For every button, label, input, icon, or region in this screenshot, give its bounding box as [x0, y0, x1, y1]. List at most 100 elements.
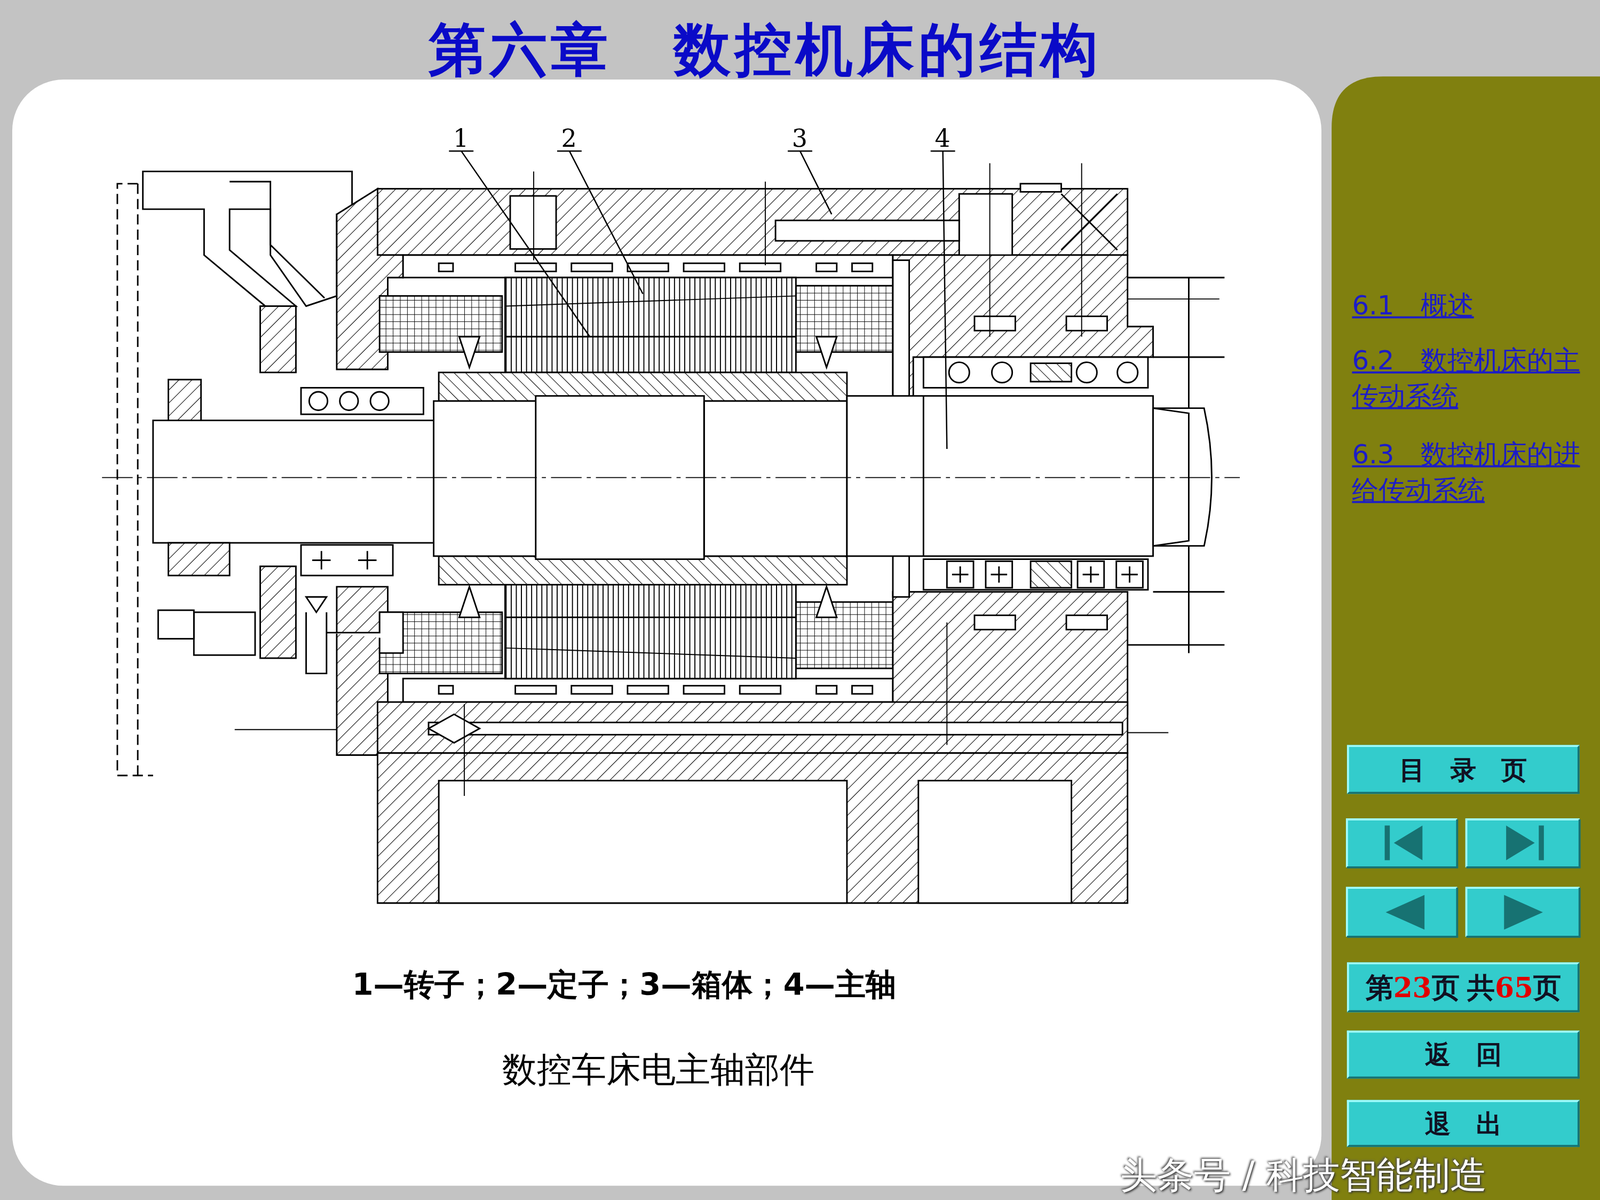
- spindle-drawing-part: [143, 171, 353, 306]
- spindle-drawing-part: [402, 255, 893, 278]
- spindle-drawing-part: [168, 542, 230, 576]
- page-count-part: 页: [1431, 968, 1460, 1006]
- spindle-drawing-part: [438, 556, 847, 585]
- nav-icon-buttons-part: [1347, 819, 1457, 868]
- drawing-part-part: [739, 685, 781, 694]
- callout-number-holder: 2: [561, 122, 577, 156]
- drawing-part-part: [438, 685, 454, 694]
- nav-icon-buttons-part: [1466, 887, 1580, 937]
- spindle-drawing-part: [153, 420, 434, 543]
- nav-icon-buttons-part: [1503, 894, 1543, 930]
- drawing-part-part: [571, 685, 613, 694]
- spindle-drawing-part: [923, 559, 1148, 590]
- drawing-part-part: [816, 263, 837, 272]
- page-count-part: 23: [1393, 971, 1432, 1003]
- nav-icon-buttons-part: [1347, 887, 1457, 937]
- spindle-drawing-part: [1020, 183, 1061, 192]
- spindle-drawing-part: [923, 357, 1148, 388]
- nav-icon-buttons-part: [1538, 825, 1544, 860]
- nav-icon-buttons-part: [1347, 819, 1457, 868]
- button-label: 目 录 页: [1399, 752, 1527, 787]
- drawing-part-part: [515, 263, 557, 272]
- spindle-drawing-part: [918, 780, 1072, 903]
- drawing-part-part: [974, 316, 1016, 331]
- button-label: 退 出: [1424, 1106, 1502, 1140]
- spindle-drawing-part: [234, 298, 1220, 733]
- callout-leaders-part: [930, 151, 956, 449]
- button-label: 返 回: [1424, 1037, 1502, 1072]
- nav-icon-buttons-part: [1466, 819, 1580, 868]
- nav-icon-buttons-part: [1385, 894, 1425, 930]
- spindle-drawing-part: [377, 701, 1128, 754]
- drawing-part-part: [515, 685, 557, 694]
- spindle-drawing-part: [703, 395, 1212, 557]
- drawing-part-part: [627, 263, 669, 272]
- drawing-part-part: [1066, 615, 1107, 630]
- callout-number-holder: 3: [791, 122, 808, 156]
- callout-leaders-part: [557, 151, 644, 295]
- nav-icon-buttons: [1347, 819, 1580, 937]
- spindle-drawing-part: [959, 193, 1012, 258]
- callout-number: 4: [934, 122, 950, 156]
- caption-holder: 数控车床电主轴部件: [402, 1046, 914, 1094]
- drawing-part-part: [571, 263, 613, 272]
- chapter-link: 6.2 数控机床的主传动系统: [1351, 342, 1589, 415]
- title-holder: 第六章 数控机床的结构: [0, 12, 1531, 90]
- page-counter: 第23页共65页: [1347, 962, 1580, 1013]
- spindle-drawing-part: [846, 395, 1154, 557]
- part-list-holder: 1—转子；2—定子；3—箱体；4—主轴: [352, 963, 897, 1005]
- spindle-drawing-part: [260, 566, 297, 659]
- spindle-drawing-part: [377, 188, 1128, 256]
- callout-number: 3: [791, 122, 808, 156]
- drawing-part-part: [852, 263, 873, 272]
- nav-icon-buttons-part: [1466, 819, 1580, 868]
- part-list: 1—转子；2—定子；3—箱体；4—主轴: [352, 963, 897, 1005]
- callout-leaders-part: [448, 151, 590, 337]
- spindle-drawing-part: [193, 612, 256, 655]
- menu-button: 目 录 页: [1347, 744, 1580, 794]
- chapter-link-holder: 6.2 数控机床的主传动系统: [1351, 342, 1589, 415]
- spindle-drawing-part: [504, 336, 796, 373]
- drawing-part-part: [1030, 363, 1072, 382]
- spindle-drawing-part: [795, 602, 893, 669]
- slide-panels-part: [12, 79, 1322, 1186]
- spindle-drawing: [101, 163, 1240, 904]
- spindle-drawing-part: [952, 566, 1138, 583]
- spindle-drawing-part: [326, 612, 403, 653]
- drawing-part-part: [1066, 316, 1107, 331]
- spindle-drawing-part: [1060, 193, 1118, 250]
- drawing-part-part: [991, 362, 1012, 383]
- nav-icon-buttons-part: [1347, 887, 1457, 937]
- page-count-part: 页: [1533, 968, 1562, 1006]
- spindle-drawing-part: [504, 277, 796, 337]
- callout-leaders-part: [787, 151, 832, 215]
- spindle-drawing-part: [168, 379, 201, 421]
- spindle-drawing-part: [101, 477, 1240, 479]
- nav-icon-buttons-part: [1347, 819, 1457, 868]
- chapter-link-holder: 6.3 数控机床的进给传动系统: [1351, 436, 1589, 509]
- drawing-part-part: [627, 685, 669, 694]
- spindle-drawing-part: [402, 678, 893, 702]
- watermark-holder: 头条号 / 科技智能制造: [1120, 1150, 1487, 1200]
- callout-number: 1: [453, 122, 469, 156]
- spindle-drawing-part: [312, 550, 377, 569]
- drawing-part: [948, 362, 1138, 383]
- chapter-link: 6.3 数控机床的进给传动系统: [1351, 436, 1589, 509]
- spindle-drawing-part: [339, 391, 359, 410]
- spindle-drawing-part: [229, 181, 325, 298]
- slide-panels-part: [1331, 76, 1600, 1200]
- watermark: 头条号 / 科技智能制造: [1120, 1150, 1487, 1200]
- spindle-drawing-part: [309, 391, 328, 410]
- back-button: 返 回: [1347, 1030, 1580, 1079]
- spindle-drawing-part: [117, 183, 154, 776]
- spindle-drawing-part: [438, 780, 847, 903]
- drawing-part-part: [1030, 560, 1072, 588]
- slide-title: 第六章 数控机床的结构: [0, 12, 1531, 90]
- spindle-drawing-part: [157, 610, 194, 639]
- drawing-part-part: [739, 263, 781, 272]
- nav-icon-buttons-part: [1466, 819, 1580, 868]
- figure-caption: 数控车床电主轴部件: [402, 1046, 914, 1094]
- callout-leaders: [448, 151, 955, 449]
- exit-button: 退 出: [1347, 1099, 1580, 1147]
